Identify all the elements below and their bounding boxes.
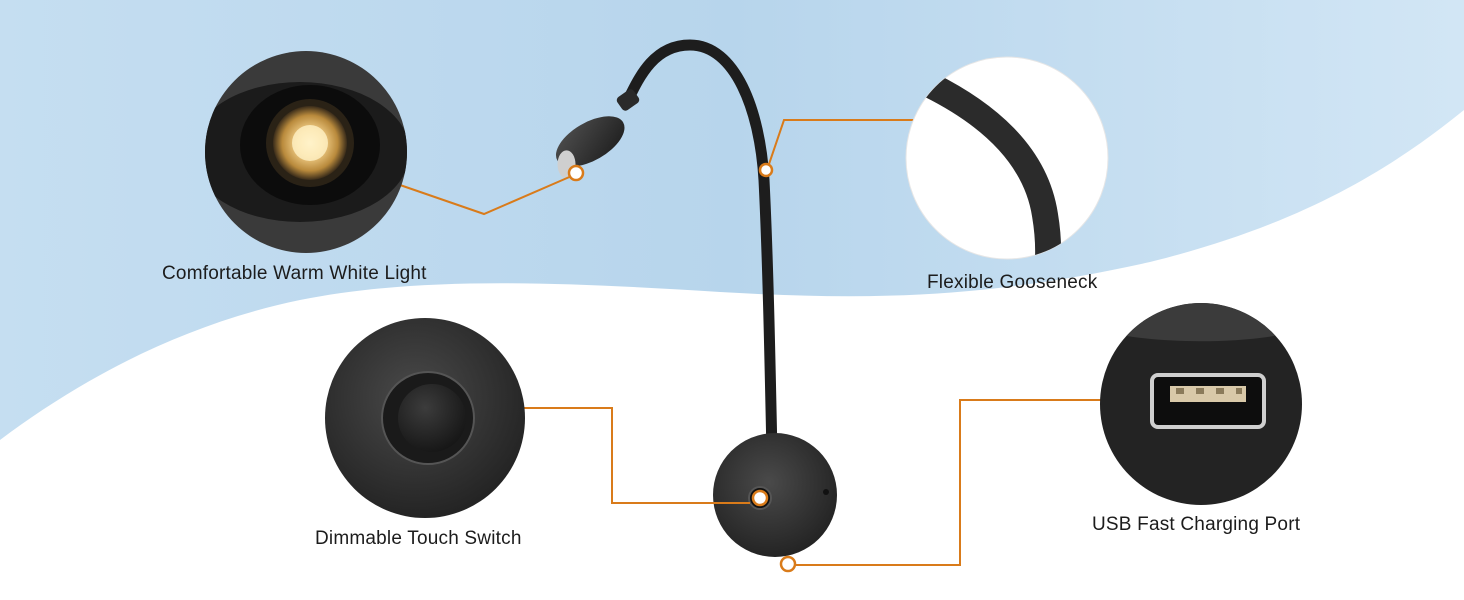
label-usb-port: USB Fast Charging Port (1092, 514, 1301, 535)
callout-line-usb (790, 399, 1102, 566)
callout-line-goose (766, 119, 916, 171)
dot-touch (751, 489, 769, 507)
callout-line-light (399, 174, 575, 216)
callout-line-touch (524, 407, 750, 504)
gooseneck-closeup-icon (917, 72, 1062, 259)
touch-button-icon (398, 384, 466, 452)
callout-dots (567, 162, 797, 573)
label-warm-white-light: Comfortable Warm White Light (162, 263, 427, 284)
detail-gooseneck (905, 56, 1109, 260)
dot-goose (758, 162, 774, 178)
dot-light (567, 164, 585, 182)
detail-touch-switch (325, 318, 525, 518)
dot-usb (779, 555, 797, 573)
gooseneck (622, 39, 778, 461)
lamp-joint (616, 89, 640, 111)
callout-lines (399, 119, 1102, 566)
label-touch-switch: Dimmable Touch Switch (315, 528, 522, 549)
lamp-base (713, 433, 837, 557)
detail-light (205, 51, 407, 253)
label-flexible-gooseneck: Flexible Gooseneck (927, 272, 1098, 293)
base-usb-hole (823, 489, 829, 495)
